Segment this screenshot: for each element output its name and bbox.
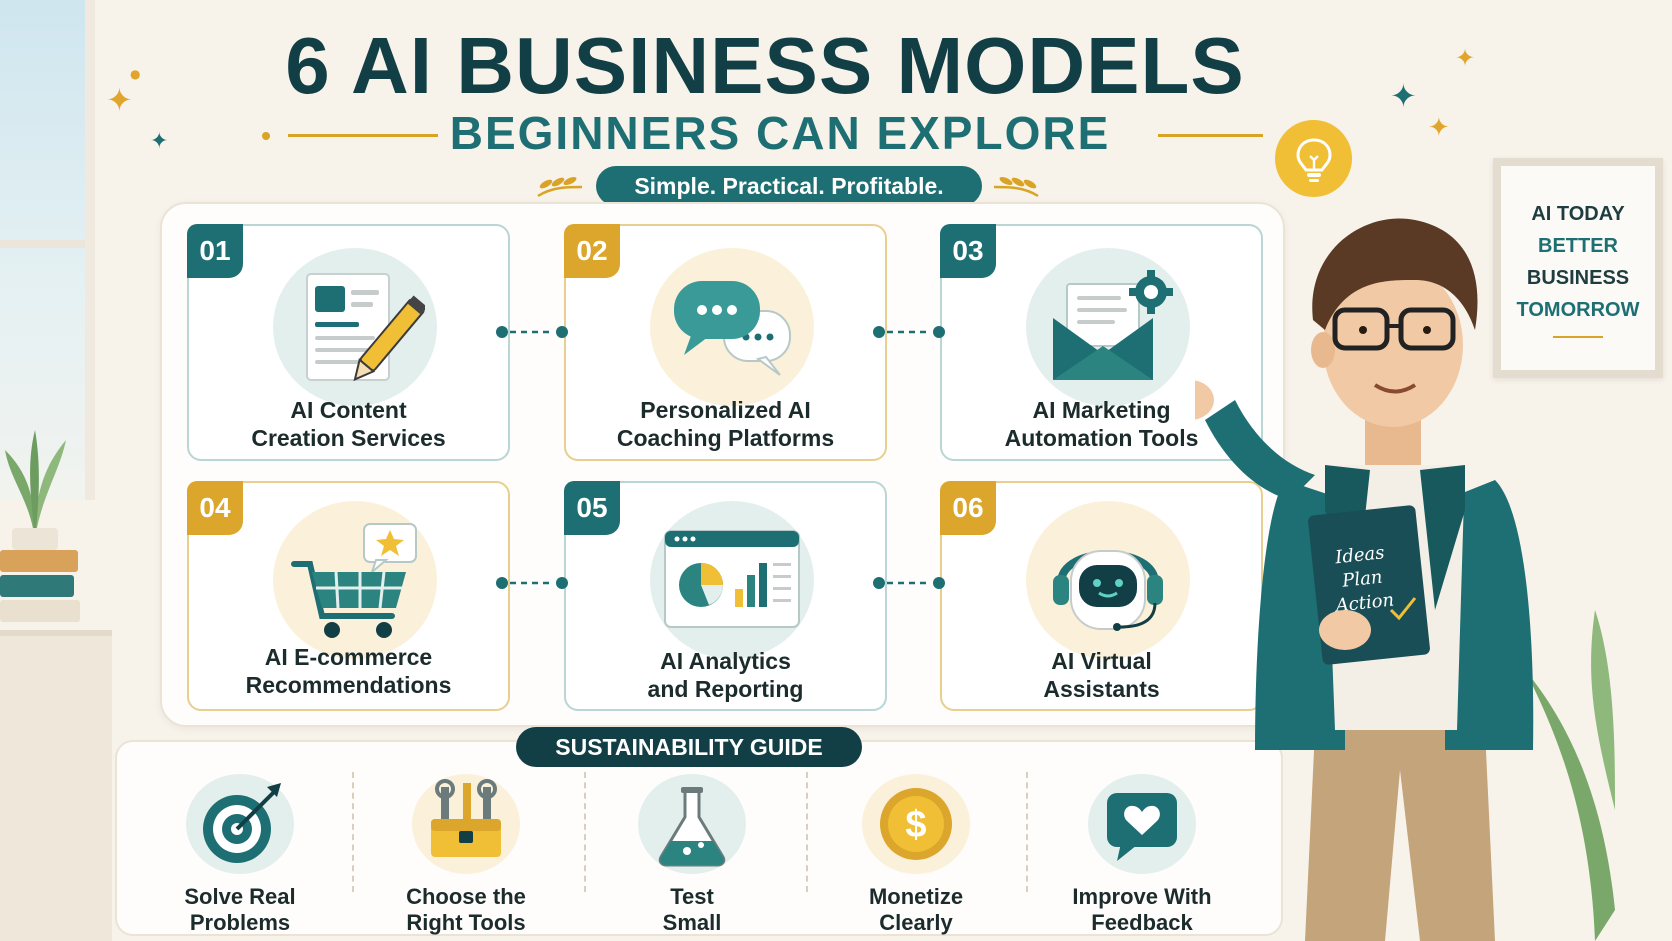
tagline-pill: Simple. Practical. Profitable. bbox=[596, 166, 982, 206]
flask-icon bbox=[638, 774, 746, 874]
laurel-left-icon bbox=[537, 176, 583, 198]
guide-label: Choose the bbox=[406, 884, 526, 909]
guide-label: Monetize bbox=[868, 884, 964, 909]
decor-dot bbox=[262, 132, 270, 140]
toolbox-icon bbox=[412, 774, 520, 874]
decor-line bbox=[1158, 134, 1263, 137]
card-connector bbox=[496, 577, 568, 589]
divider bbox=[352, 772, 354, 892]
model-number: 05 bbox=[564, 481, 620, 535]
card-connector bbox=[496, 326, 568, 338]
poster-line-2: BETTER bbox=[1538, 235, 1618, 257]
model-number: 04 bbox=[187, 481, 243, 535]
divider bbox=[584, 772, 586, 892]
guide-label: Feedback bbox=[1091, 910, 1193, 935]
page-title: 6 AI BUSINESS MODELS bbox=[285, 21, 1245, 110]
guide-label: Clearly bbox=[879, 910, 953, 935]
background-cabinet bbox=[0, 630, 112, 941]
model-number: 03 bbox=[940, 224, 996, 278]
robot-headset-icon bbox=[1026, 501, 1190, 659]
model-number: 01 bbox=[187, 224, 243, 278]
svg-text:$: $ bbox=[905, 804, 926, 846]
shopping-cart-star-icon bbox=[273, 501, 437, 659]
presenter-illustration: Ideas Plan Action bbox=[1195, 218, 1615, 941]
page-subtitle: BEGINNERS CAN EXPLORE bbox=[449, 107, 1111, 159]
guide-label: Problems bbox=[189, 910, 291, 935]
sparkle-icon: ✦ bbox=[1455, 44, 1476, 72]
laurel-right-icon bbox=[993, 176, 1039, 198]
decor-line bbox=[288, 134, 438, 137]
card-connector bbox=[873, 577, 945, 589]
background-window bbox=[0, 0, 95, 500]
document-pencil-icon bbox=[273, 248, 437, 406]
heart-chat-icon bbox=[1088, 774, 1196, 874]
model-number: 06 bbox=[940, 481, 996, 535]
card-connector bbox=[873, 326, 945, 338]
guide-label: Small bbox=[662, 910, 722, 935]
guide-label: Improve With bbox=[1072, 884, 1212, 909]
analytics-dashboard-icon bbox=[650, 501, 814, 659]
sparkle-icon: ✦ bbox=[106, 81, 133, 119]
lightbulb-icon bbox=[1275, 120, 1352, 197]
dollar-coin-icon: $ bbox=[862, 774, 970, 874]
sparkle-icon: ✦ bbox=[150, 129, 169, 154]
poster-line-1: AI TODAY bbox=[1531, 203, 1625, 225]
guide-title: SUSTAINABILITY GUIDE bbox=[516, 727, 862, 767]
envelope-gear-icon bbox=[1026, 248, 1190, 406]
guide-label: Right Tools bbox=[406, 910, 526, 935]
sparkle-icon: ● bbox=[130, 67, 141, 81]
notebook-line-2: Plan bbox=[1340, 567, 1383, 592]
poster-line-3: BUSINESS bbox=[1526, 267, 1630, 289]
notebook-line-1: Ideas bbox=[1333, 542, 1385, 568]
sparkle-icon: ✦ bbox=[1390, 77, 1417, 115]
poster-line-4: TOMORROW bbox=[1516, 299, 1640, 321]
guide-label: Test bbox=[670, 884, 714, 909]
plant-left-icon bbox=[5, 430, 66, 550]
guide-label: Solve Real bbox=[184, 884, 296, 909]
sparkle-icon: ✦ bbox=[1428, 113, 1450, 143]
model-number: 02 bbox=[564, 224, 620, 278]
divider bbox=[806, 772, 808, 892]
books-stack bbox=[0, 550, 80, 630]
chat-bubbles-icon bbox=[650, 248, 814, 406]
target-arrow-icon bbox=[186, 774, 294, 874]
divider bbox=[1026, 772, 1028, 892]
wall-poster: AI TODAY BETTER BUSINESS TOMORROW bbox=[1493, 158, 1663, 378]
